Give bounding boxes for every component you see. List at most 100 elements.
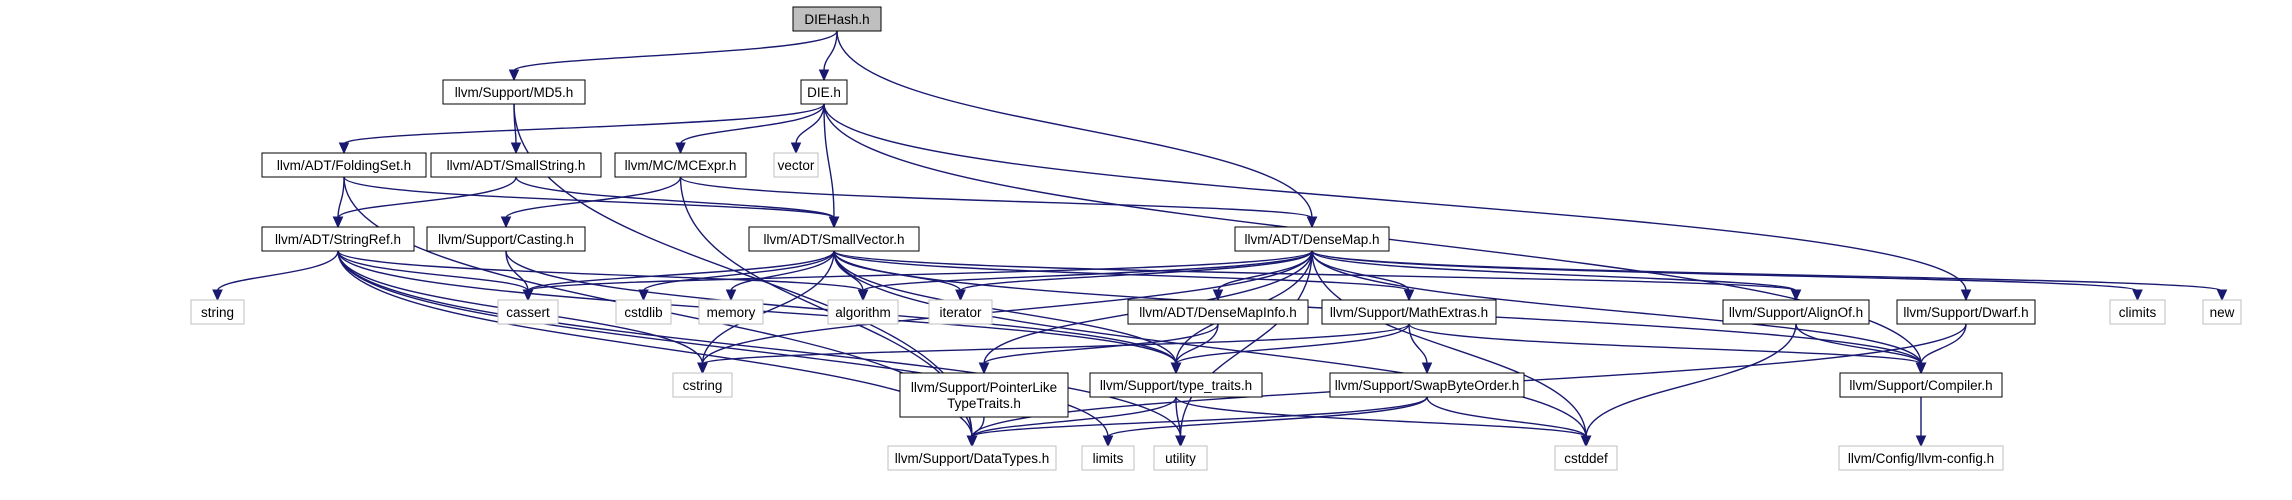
node-swapbyteorder[interactable]: llvm/Support/SwapByteOrder.h	[1329, 372, 1525, 398]
node-alignof[interactable]: llvm/Support/AlignOf.h	[1722, 299, 1870, 325]
node-box	[2109, 299, 2166, 325]
node-dwarf[interactable]: llvm/Support/Dwarf.h	[1896, 299, 2036, 325]
node-box	[442, 79, 586, 105]
edge-line	[1175, 396, 1587, 438]
node-label: llvm/Support/SwapByteOrder.h	[1335, 378, 1520, 393]
node-label: DIE.h	[807, 85, 841, 100]
arrowhead-icon	[818, 69, 830, 82]
node-box	[615, 299, 672, 325]
node-box	[261, 226, 415, 252]
node-label: memory	[707, 305, 756, 320]
node-memory: memory	[698, 299, 764, 325]
node-foldingset[interactable]: llvm/ADT/FoldingSet.h	[261, 152, 427, 178]
node-label: llvm/Config/llvm-config.h	[1848, 451, 1994, 466]
node-box	[1153, 445, 1208, 471]
node-label: llvm/ADT/DenseMap.h	[1244, 232, 1379, 247]
arrowhead-icon	[1580, 435, 1592, 448]
edge-line	[971, 396, 1177, 438]
edge-line	[1179, 250, 1313, 438]
node-smallstring[interactable]: llvm/ADT/SmallString.h	[430, 152, 602, 178]
arrowhead-icon	[1212, 289, 1224, 302]
node-box	[614, 152, 747, 178]
edge-line	[833, 250, 1587, 438]
node-box	[1554, 445, 1618, 471]
node-box	[1722, 299, 1870, 325]
node-casting[interactable]: llvm/Support/Casting.h	[426, 226, 586, 252]
node-densemapinfo[interactable]: llvm/ADT/DenseMapInfo.h	[1127, 299, 1309, 325]
edge-die-to-foldingset	[338, 103, 825, 155]
node-label: llvm/ADT/SmallVector.h	[763, 232, 904, 247]
node-typetraits[interactable]: llvm/Support/type_traits.h	[1089, 372, 1263, 398]
node-label: string	[201, 305, 234, 320]
arrowhead-icon	[955, 289, 966, 302]
edge-line	[971, 396, 1428, 438]
node-box	[1321, 299, 1497, 325]
node-compiler[interactable]: llvm/Support/Compiler.h	[1839, 372, 2003, 398]
edge-densemapinfo-to-pointerlike	[978, 323, 1219, 375]
edge-smallvector-to-cstdlib	[638, 250, 835, 302]
node-mathextras[interactable]: llvm/Support/MathExtras.h	[1321, 299, 1497, 325]
arrowhead-icon	[828, 216, 840, 229]
edge-line	[527, 250, 1313, 292]
node-cstddef: cstddef	[1554, 445, 1618, 471]
arrowhead-icon	[675, 142, 686, 155]
node-box	[430, 152, 602, 178]
node-label: llvm/Support/Compiler.h	[1849, 378, 1992, 393]
edge-mathextras-to-swapbyteorder	[1408, 323, 1433, 375]
node-box	[1896, 299, 2036, 325]
edge-line	[337, 176, 517, 219]
edge-diehash-to-die	[818, 30, 838, 82]
arrowhead-icon	[638, 289, 649, 302]
node-label: new	[2210, 305, 2235, 320]
node-stringref[interactable]: llvm/ADT/StringRef.h	[261, 226, 415, 252]
edge-smallstring-to-stringref	[332, 176, 517, 229]
node-utility: utility	[1153, 445, 1208, 471]
node-box	[672, 372, 733, 398]
edge-line	[1311, 250, 1922, 365]
edge-line	[1408, 323, 1428, 365]
node-md5[interactable]: llvm/Support/MD5.h	[442, 79, 586, 105]
node-label: limits	[1093, 451, 1124, 466]
node-box	[773, 152, 819, 178]
edge-mcexpr-to-casting	[500, 176, 682, 229]
node-smallvector[interactable]: llvm/ADT/SmallVector.h	[748, 226, 920, 252]
node-cstring: cstring	[672, 372, 733, 398]
edge-line	[1311, 250, 2223, 292]
node-box	[426, 226, 586, 252]
arrowhead-icon	[725, 289, 737, 302]
edge-line	[679, 103, 825, 145]
edge-line	[527, 250, 835, 292]
node-diehash[interactable]: DIEHash.h	[792, 6, 882, 32]
edge-compiler-to-llvmconfig	[1915, 396, 1927, 448]
edge-swapbyteorder-to-limits	[1102, 396, 1428, 448]
edge-mathextras-to-typetraits	[1170, 323, 1410, 375]
edge-line	[505, 176, 682, 219]
node-new: new	[2202, 299, 2242, 325]
edge-line	[823, 103, 835, 219]
node-label: algorithm	[835, 305, 891, 320]
arrowhead-icon	[1915, 435, 1927, 448]
edge-line	[983, 323, 1219, 365]
edge-smallvector-to-alignof	[833, 250, 1802, 302]
node-box	[2202, 299, 2242, 325]
node-die[interactable]: DIE.h	[800, 79, 848, 105]
arrowhead-icon	[966, 435, 978, 448]
edge-md5-to-smallstring	[510, 103, 522, 155]
node-box	[261, 152, 427, 178]
edge-line	[1107, 396, 1428, 438]
node-densemap[interactable]: llvm/ADT/DenseMap.h	[1234, 226, 1390, 252]
arrowhead-icon	[1790, 289, 1802, 302]
node-mcexpr[interactable]: llvm/MC/MCExpr.h	[614, 152, 747, 178]
node-limits: limits	[1081, 445, 1135, 471]
edge-line	[337, 250, 973, 438]
node-label: cstddef	[1564, 451, 1608, 466]
arrowhead-icon	[978, 362, 990, 375]
node-box	[1839, 372, 2003, 398]
edge-mathextras-to-cstring	[697, 323, 1410, 375]
node-box	[698, 299, 764, 325]
arrowhead-icon	[510, 142, 522, 155]
arrowhead-icon	[1306, 216, 1318, 229]
edge-line	[1408, 323, 1922, 365]
node-label: cassert	[506, 305, 550, 320]
